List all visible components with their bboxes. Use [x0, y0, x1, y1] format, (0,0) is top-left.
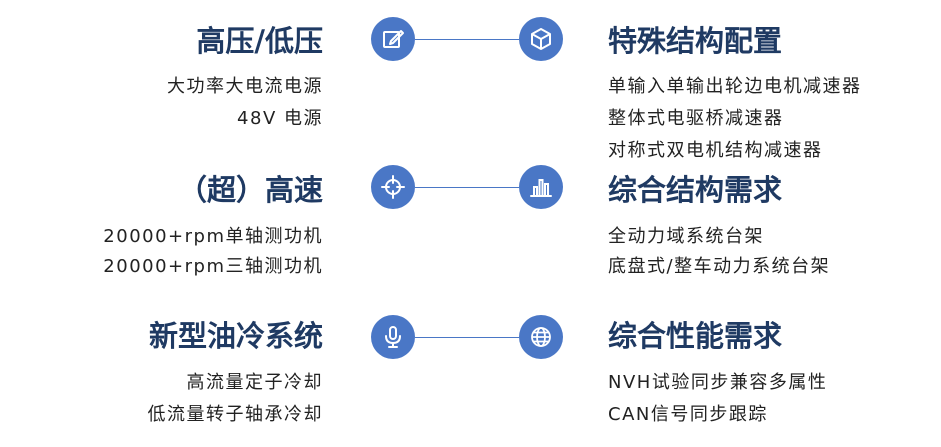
- feature-title: 新型油冷系统: [148, 319, 323, 353]
- feature-line: 对称式双电机结构减速器: [608, 140, 823, 161]
- feature-line: 低流量转子轴承冷却: [147, 404, 323, 425]
- bar-chart-icon: [519, 165, 563, 209]
- feature-line: 底盘式/整车动力系统台架: [608, 256, 831, 277]
- feature-line: 单输入单输出轮边电机减速器: [608, 76, 862, 97]
- connector-line: [415, 187, 519, 188]
- feature-line: 大功率大电流电源: [167, 76, 323, 97]
- cube-icon: [519, 17, 563, 61]
- feature-line: 全动力域系统台架: [608, 226, 764, 247]
- connector-line: [415, 39, 519, 40]
- globe-icon: [519, 315, 563, 359]
- feature-line: 20000+rpm单轴测功机: [103, 226, 323, 247]
- feature-line: CAN信号同步跟踪: [608, 404, 768, 425]
- feature-title: 特殊结构配置: [608, 24, 783, 58]
- feature-line: 20000+rpm三轴测功机: [103, 256, 323, 277]
- feature-title: 综合性能需求: [608, 319, 783, 353]
- feature-title: 综合结构需求: [608, 173, 783, 207]
- feature-line: 整体式电驱桥减速器: [608, 108, 784, 129]
- feature-title: 高压/低压: [196, 24, 323, 58]
- microphone-icon: [371, 315, 415, 359]
- connector-line: [415, 337, 519, 338]
- feature-line: 48V 电源: [237, 108, 323, 129]
- feature-title: （超）高速: [177, 173, 323, 207]
- edit-icon: [371, 17, 415, 61]
- crosshair-icon: [371, 165, 415, 209]
- feature-line: 高流量定子冷却: [186, 372, 323, 393]
- feature-line: NVH试验同步兼容多属性: [608, 372, 828, 393]
